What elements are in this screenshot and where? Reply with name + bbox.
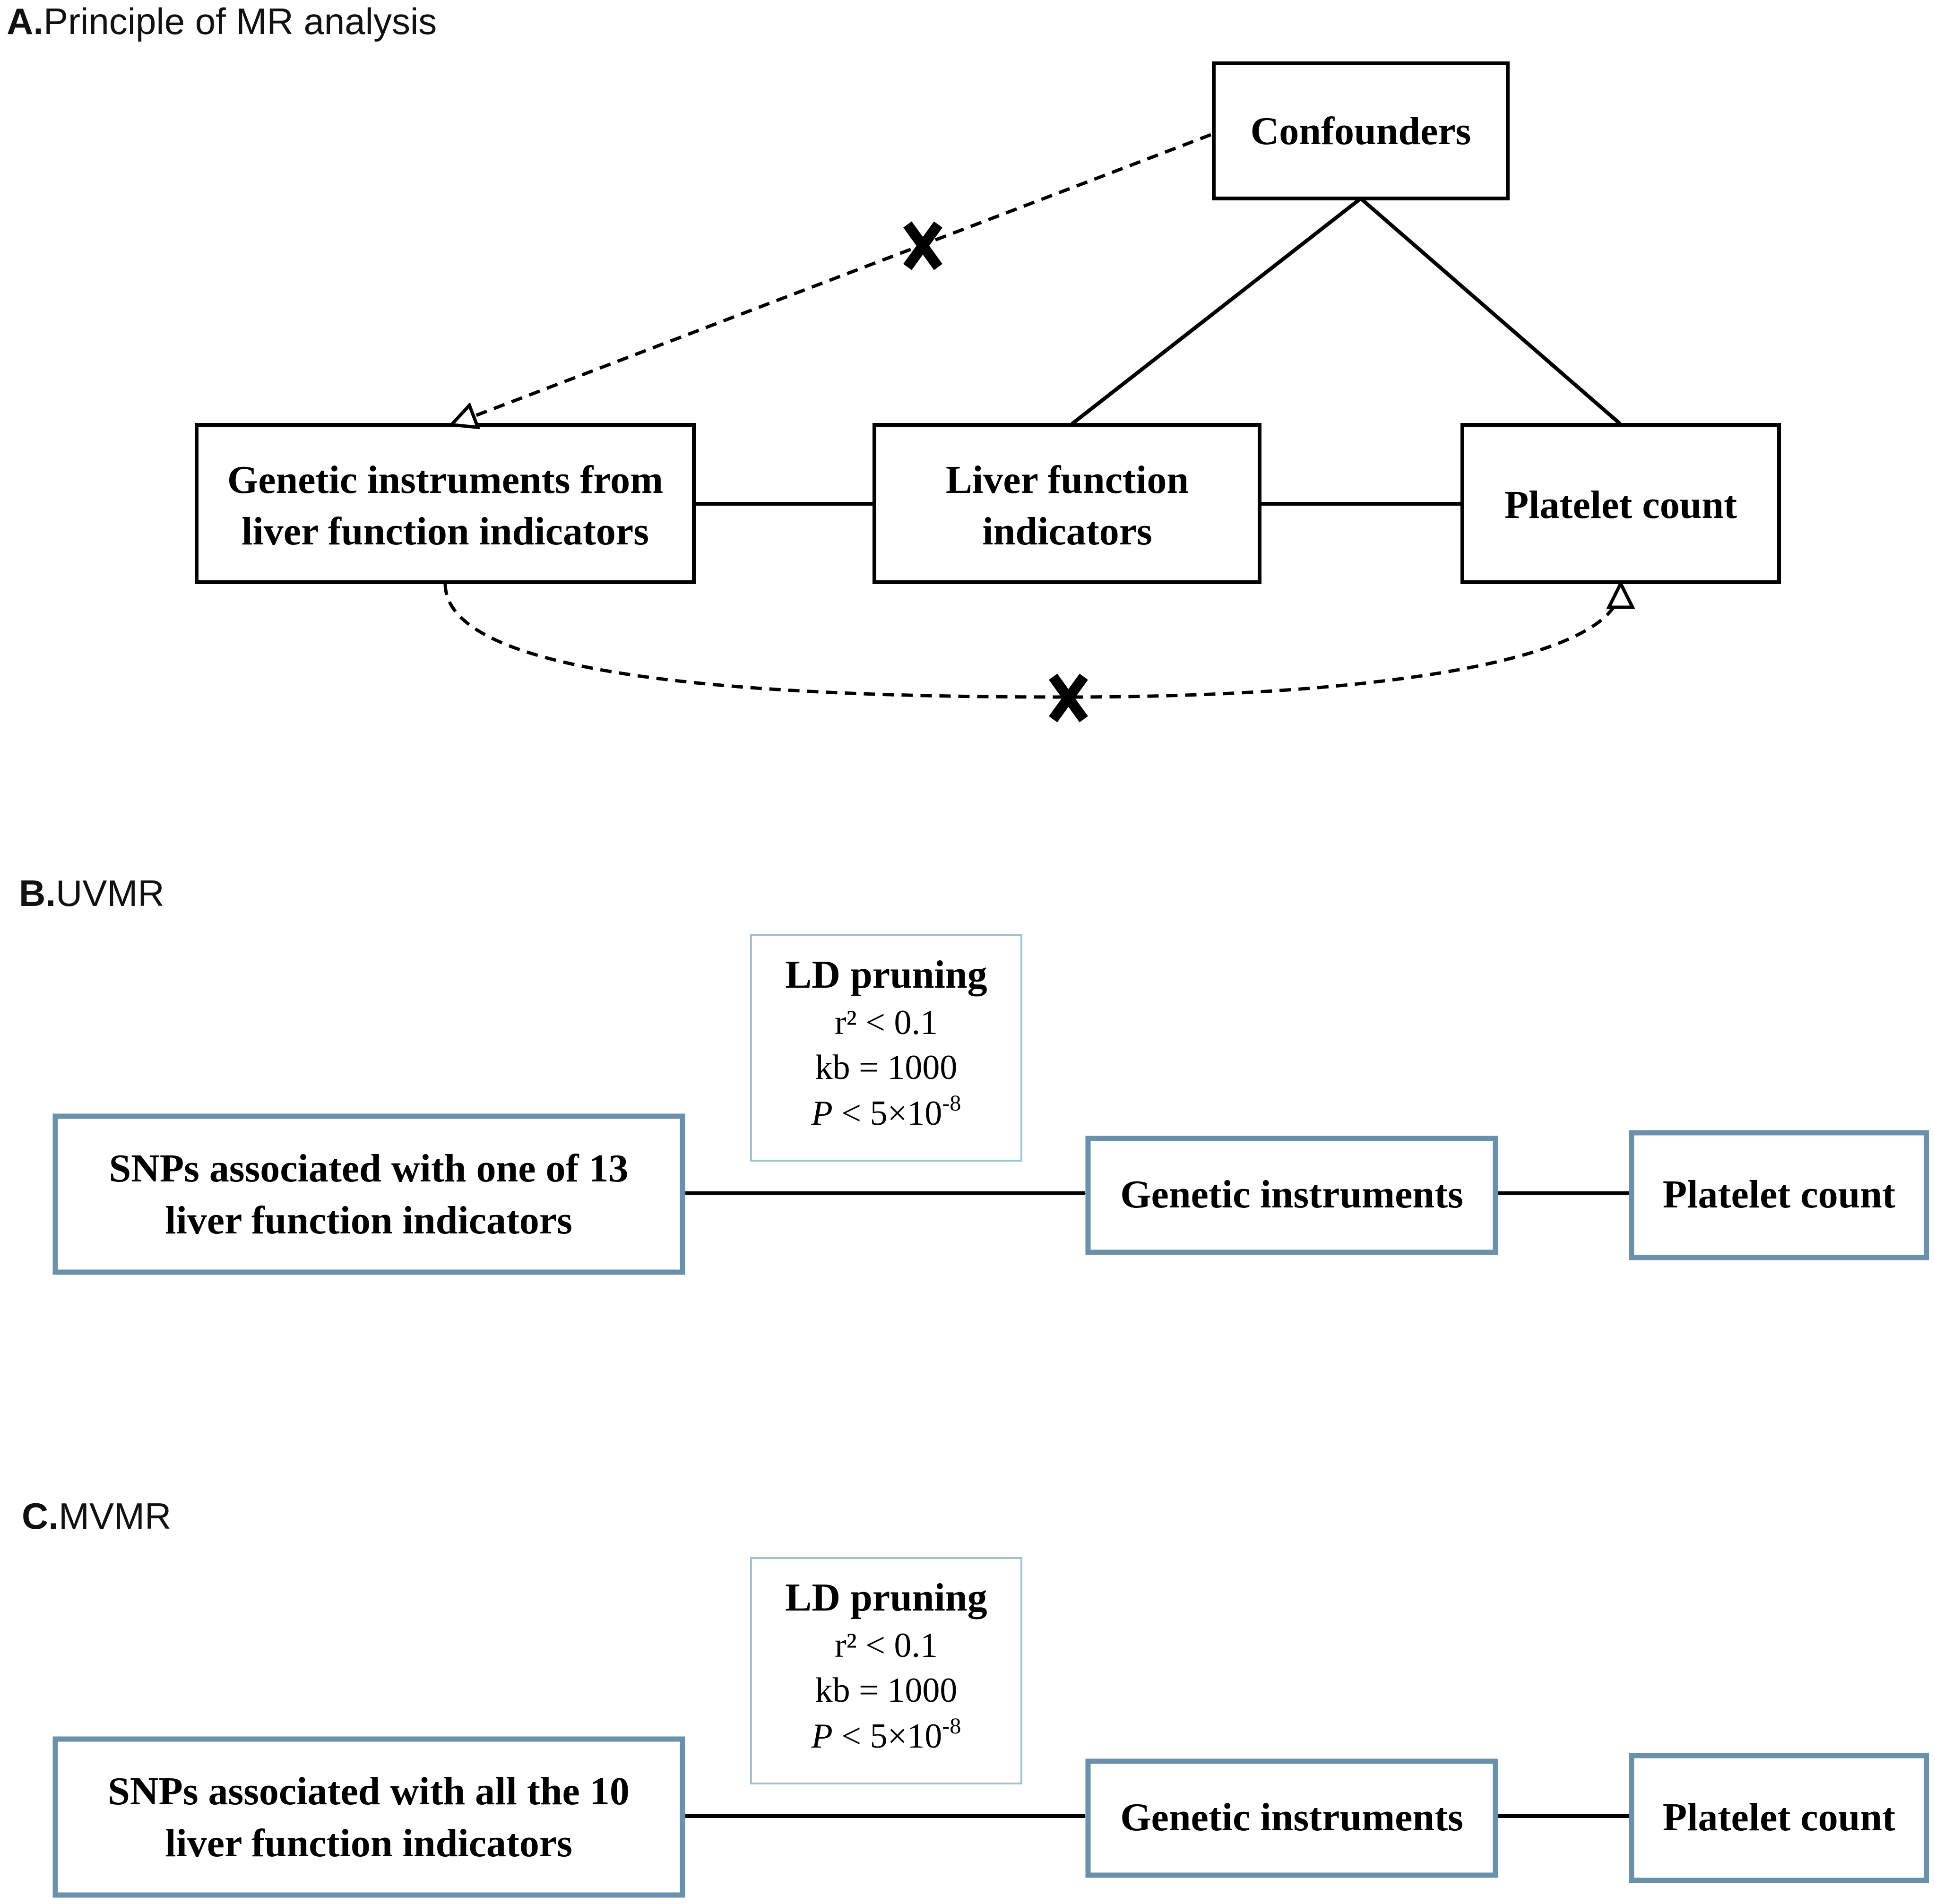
- panel-c-letter: C.: [22, 1495, 59, 1537]
- liver-function-label-line1: Liver function: [946, 458, 1189, 502]
- uvmr-snp-label-line2: liver function indicators: [165, 1198, 572, 1242]
- mvmr-snp-box: [52, 1736, 685, 1898]
- mvmr-ld-title: LD pruning: [785, 1576, 987, 1620]
- mvmr-platelet-label: Platelet count: [1663, 1795, 1895, 1839]
- mvmr-ld-p-symbol: P: [811, 1717, 833, 1756]
- platelet-count-box: [1460, 423, 1781, 584]
- uvmr-genetic-instruments-box: [1085, 1136, 1498, 1255]
- x-mark-confounders-path: [903, 221, 942, 270]
- panel-c-label: C.MVMR: [22, 1495, 171, 1537]
- genetic-instruments-label-line2: liver function indicators: [242, 509, 649, 553]
- uvmr-platelet-label: Platelet count: [1663, 1172, 1895, 1216]
- mvmr-ld-p-exp: -8: [942, 1714, 961, 1739]
- dashed-genetic-to-platelet: [443, 584, 1621, 699]
- platelet-count-label: Platelet count: [1504, 483, 1737, 527]
- arrow-confounders-to-liver: [1071, 197, 1362, 426]
- confounders-label: Confounders: [1251, 109, 1471, 153]
- mvmr-snp-label-line1: SNPs associated with all the 10: [108, 1769, 630, 1813]
- uvmr-ld-pruning-box: [750, 934, 1022, 1162]
- uvmr-platelet-box: [1629, 1130, 1929, 1260]
- mvmr-genetic-instruments-box: [1085, 1758, 1498, 1878]
- panel-a-title: Principle of MR analysis: [43, 0, 437, 42]
- mvmr-snp-label-line2: liver function indicators: [165, 1821, 572, 1865]
- uvmr-ld-title: LD pruning: [785, 953, 987, 997]
- panel-c-title: MVMR: [59, 1495, 171, 1537]
- mvmr-genetic-instruments-label: Genetic instruments: [1120, 1795, 1463, 1839]
- liver-function-label-line2: indicators: [982, 509, 1152, 553]
- uvmr-ld-p-threshold: P < 5×10-8: [811, 1091, 961, 1133]
- uvmr-ld-p-symbol: P: [811, 1094, 833, 1133]
- mvmr-ld-pruning-box: [750, 1557, 1022, 1784]
- mvmr-ld-kb: kb = 1000: [815, 1671, 958, 1710]
- uvmr-ld-p-exp: -8: [942, 1091, 961, 1116]
- uvmr-ld-p-value: < 5×10: [833, 1094, 942, 1133]
- uvmr-ld-r2: r² < 0.1: [835, 1003, 938, 1042]
- panel-b-letter: B.: [19, 872, 56, 914]
- uvmr-snp-label-line1: SNPs associated with one of 13: [109, 1146, 628, 1190]
- x-mark-direct-path: [1049, 673, 1088, 723]
- mvmr-ld-p-threshold: P < 5×10-8: [811, 1714, 961, 1756]
- mvmr-ld-r2: r² < 0.1: [835, 1626, 938, 1665]
- mvmr-ld-p-value: < 5×10: [833, 1717, 942, 1756]
- arrow-confounders-to-platelet: [1359, 197, 1622, 426]
- uvmr-snp-box: [52, 1113, 685, 1275]
- panel-b-title: UVMR: [56, 872, 164, 914]
- dashed-confounders-to-genetic: [454, 133, 1212, 424]
- panel-a-label: A.Principle of MR analysis: [7, 0, 437, 42]
- mvmr-platelet-box: [1629, 1753, 1929, 1883]
- genetic-instruments-label-line1: Genetic instruments from: [227, 458, 663, 502]
- confounders-box: [1212, 61, 1510, 200]
- liver-function-box: [872, 423, 1261, 584]
- panel-b-label: B.UVMR: [19, 872, 164, 914]
- panel-a-letter: A.: [7, 0, 43, 42]
- uvmr-genetic-instruments-label: Genetic instruments: [1120, 1172, 1463, 1216]
- uvmr-ld-kb: kb = 1000: [815, 1048, 958, 1087]
- genetic-instruments-box: [195, 423, 696, 584]
